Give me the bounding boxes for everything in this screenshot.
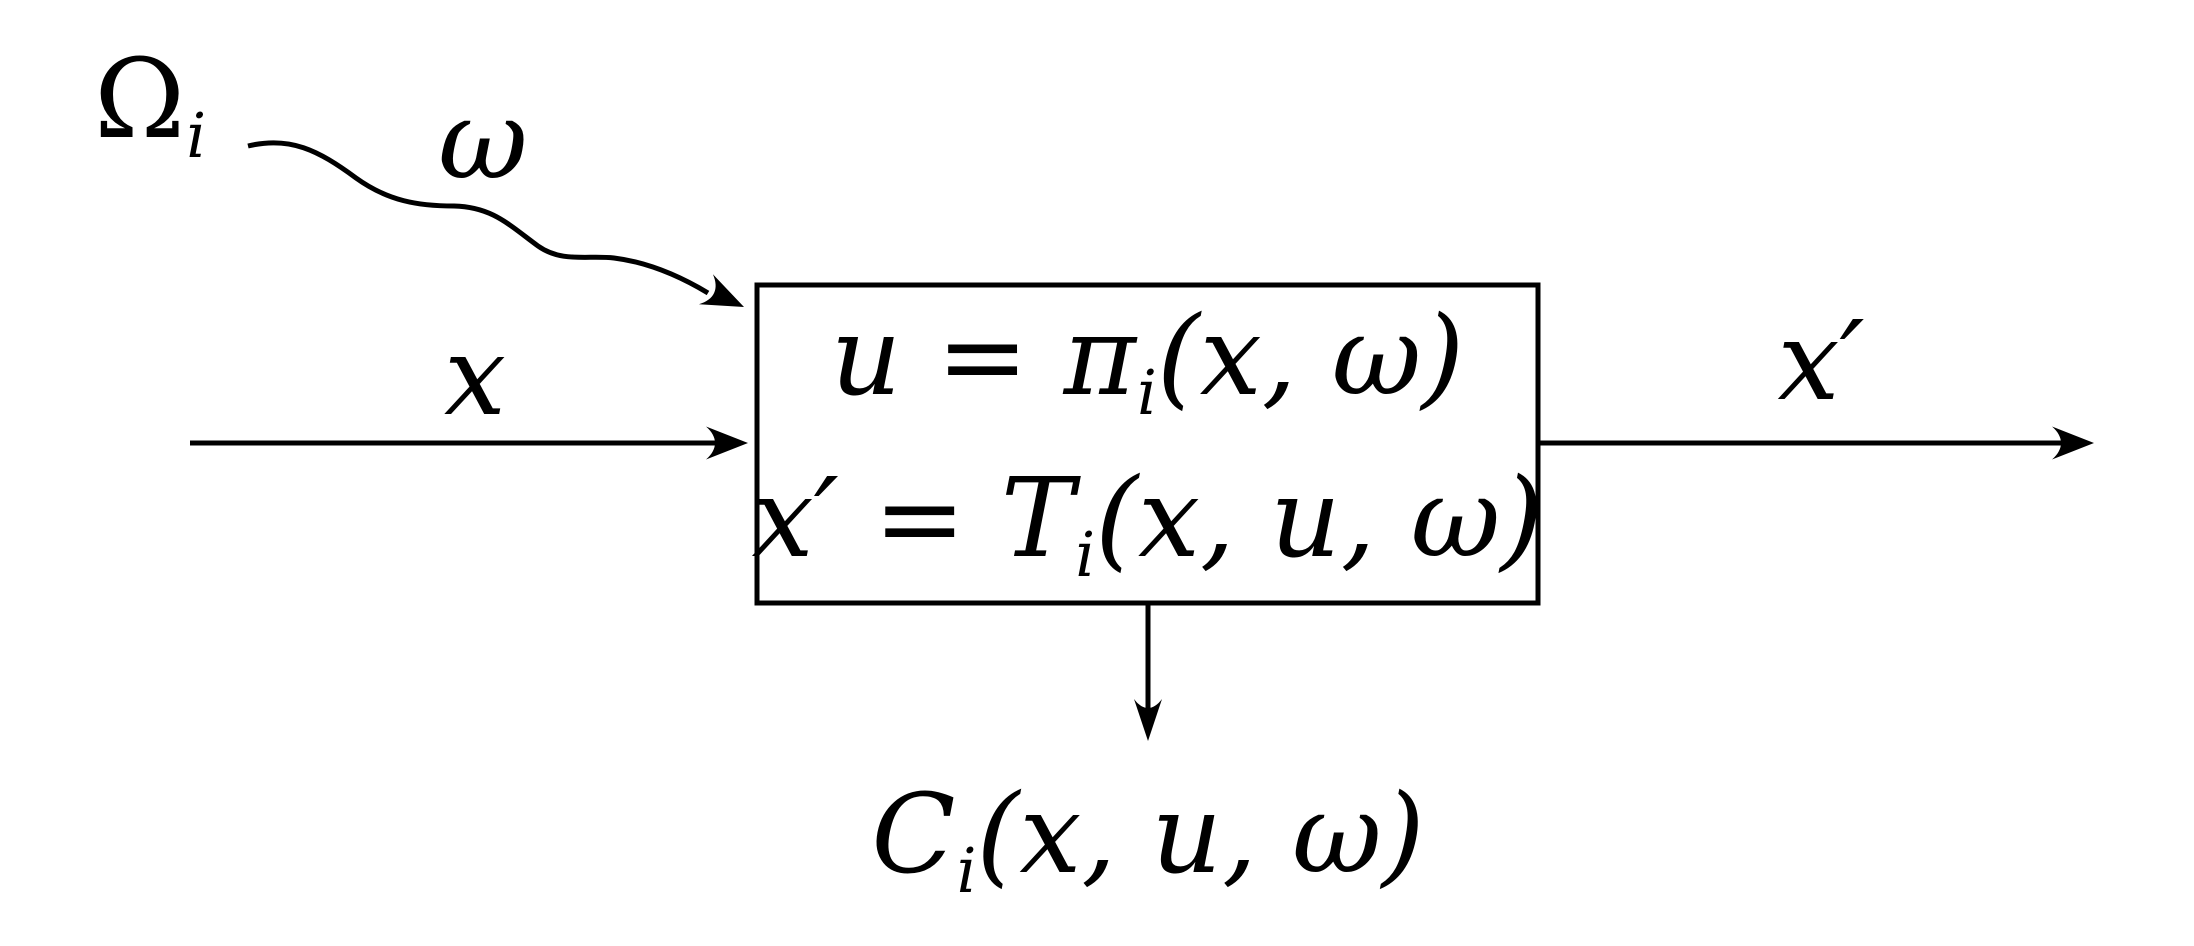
noise-arrowhead-icon: [698, 274, 744, 307]
equation-transition: x′ = Ti(x, u, ω): [752, 463, 1544, 587]
equation-transition-sub: i: [1075, 519, 1096, 592]
equation-policy-args: (x, ω): [1156, 292, 1465, 421]
label-noise: ω: [438, 76, 528, 204]
input-arrowhead-icon: [706, 426, 748, 460]
equation-policy-sub: i: [1137, 357, 1157, 430]
omega-set-base: Ω: [93, 35, 186, 164]
equation-transition-pre: x′ = T: [751, 454, 1075, 582]
cost-base: C: [871, 770, 956, 899]
cost-args: (x, u, ω): [976, 770, 1425, 899]
system-box: [754, 282, 1541, 606]
equation-policy-pre: u = π: [830, 292, 1136, 421]
label-cost: Ci(x, u, ω): [871, 779, 1424, 903]
cost-arrowhead-icon: [1134, 699, 1162, 741]
cost-sub: i: [956, 835, 977, 908]
label-output: x′: [1777, 297, 1865, 425]
label-omega-set: Ωi: [94, 44, 206, 168]
noise-wavy-arrow-shaft: [247, 140, 710, 296]
equation-policy: u = πi(x, ω): [831, 301, 1465, 425]
system-box-equations: u = πi(x, ω) x′ = Ti(x, u, ω): [752, 285, 1544, 603]
omega-set-sub: i: [186, 100, 207, 173]
output-arrowhead-icon: [2052, 426, 2094, 460]
label-input: x: [443, 312, 507, 440]
equation-transition-args: (x, u, ω): [1095, 454, 1544, 582]
